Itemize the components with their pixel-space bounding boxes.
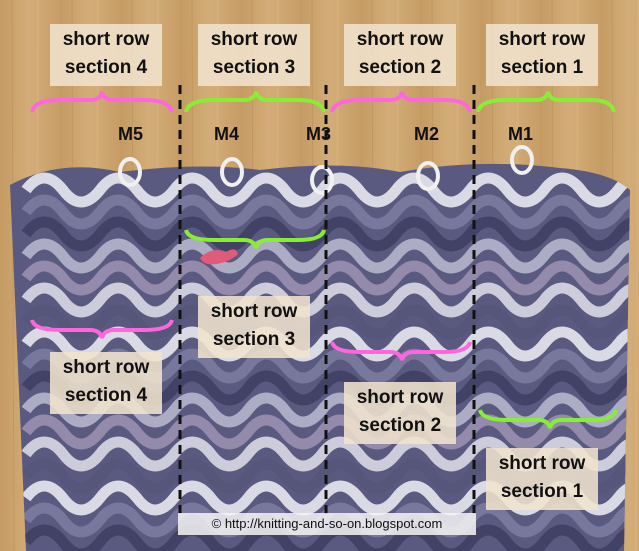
section-dividers bbox=[178, 85, 476, 520]
top-label-line1: short row bbox=[62, 29, 150, 50]
chevron-stripe bbox=[21, 194, 630, 230]
marker-label-m4: M4 bbox=[214, 124, 240, 144]
inner-label-section-4: short row section 4 bbox=[50, 352, 162, 414]
marker-label-m3: M3 bbox=[306, 124, 332, 144]
brace-top-section-3 bbox=[184, 91, 326, 113]
brace-inner-section-3 bbox=[184, 229, 326, 249]
pink-clip-marker bbox=[200, 249, 238, 265]
top-label-line2: section 4 bbox=[64, 57, 148, 78]
stitch-rings bbox=[118, 145, 534, 195]
brace-top-section-1 bbox=[476, 91, 616, 113]
copyright-text: © http://knitting-and-so-on.blogspot.com bbox=[178, 513, 476, 535]
top-label-line1: short row bbox=[498, 29, 586, 50]
brace-inner-section-4 bbox=[30, 319, 174, 339]
inner-label-section-3: short row section 3 bbox=[198, 296, 310, 358]
brace-top-section-2 bbox=[330, 91, 472, 113]
chevron-stripe bbox=[21, 282, 630, 318]
inner-label-line2: section 1 bbox=[500, 481, 584, 502]
top-label-line2: section 1 bbox=[500, 57, 584, 78]
top-label-line2: section 3 bbox=[212, 57, 296, 78]
top-label-section-1: short row section 1 bbox=[486, 24, 598, 86]
brace-inner-section-2 bbox=[330, 341, 472, 361]
chevron-stripe bbox=[21, 172, 630, 208]
top-label-line2: section 2 bbox=[358, 57, 442, 78]
inner-label-line1: short row bbox=[498, 453, 586, 474]
top-label-line1: short row bbox=[356, 29, 444, 50]
inner-label-section-1: short row section 1 bbox=[486, 448, 598, 510]
top-label-line1: short row bbox=[210, 29, 298, 50]
chevron-stripe bbox=[21, 216, 630, 252]
chevron-stripe bbox=[21, 304, 630, 340]
chevron-stripe bbox=[21, 524, 630, 551]
inner-label-line2: section 4 bbox=[64, 385, 148, 406]
chevron-stripe bbox=[21, 238, 630, 274]
marker-label-m1: M1 bbox=[508, 124, 534, 144]
inner-label-line2: section 3 bbox=[212, 329, 296, 350]
inner-label-line1: short row bbox=[356, 387, 444, 408]
inner-label-line1: short row bbox=[62, 357, 150, 378]
chevron-stripe bbox=[21, 326, 630, 362]
marker-label-m5: M5 bbox=[118, 124, 144, 144]
top-label-section-2: short row section 2 bbox=[344, 24, 456, 86]
top-label-section-3: short row section 3 bbox=[198, 24, 310, 86]
chevron-stripe bbox=[21, 260, 630, 296]
inner-label-section-2: short row section 2 bbox=[344, 382, 456, 444]
inner-label-line1: short row bbox=[210, 301, 298, 322]
top-label-section-4: short row section 4 bbox=[50, 24, 162, 86]
inner-label-line2: section 2 bbox=[358, 415, 442, 436]
brace-inner-section-1 bbox=[478, 409, 618, 429]
brace-top-section-4 bbox=[30, 91, 174, 113]
marker-label-m2: M2 bbox=[414, 124, 440, 144]
